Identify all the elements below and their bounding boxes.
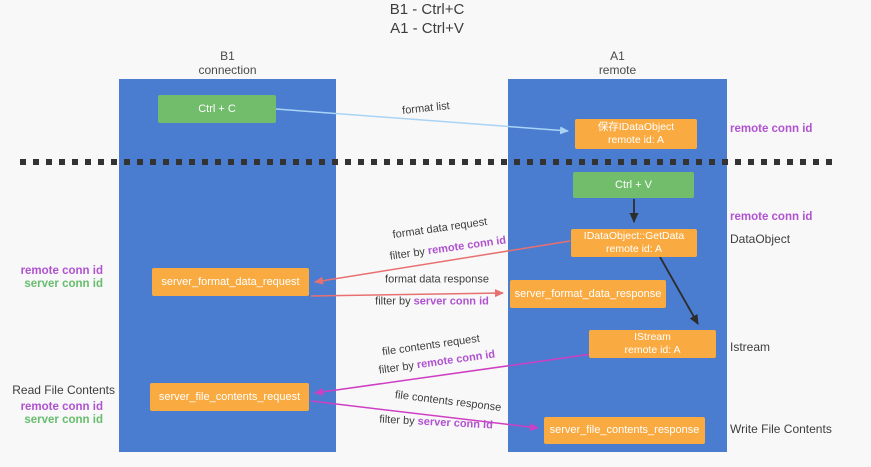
node-save-line2: remote id: A <box>607 134 665 146</box>
label-server-conn-id-mid-left: server conn id <box>24 278 103 290</box>
node-istream-line1: IStream <box>634 331 671 343</box>
node-file-req-label: server_file_contents_request <box>158 390 301 403</box>
node-istream: IStream remote id: A <box>589 330 716 358</box>
node-ctrl-v-label: Ctrl + V <box>615 178 652 191</box>
lane-a1-subtitle: remote <box>598 63 637 77</box>
node-ctrl-v: Ctrl + V <box>573 172 694 198</box>
filter-by-text: filter by <box>377 359 415 377</box>
node-istream-line2: remote id: A <box>624 344 681 356</box>
remote-conn-id-text: remote conn id <box>427 234 507 258</box>
node-server-format-data-response: server_format_data_response <box>510 280 666 308</box>
node-idataobject-getdata: IDataObject::GetData remote id: A <box>571 229 697 257</box>
label-read-file-contents: Read File Contents <box>12 383 115 397</box>
lane-header-a1: A1 remote <box>508 49 727 77</box>
edge-label-filter-by-server-1: filter by server conn id <box>375 296 489 309</box>
node-save-idataobject: 保存IDataObject remote id: A <box>575 119 697 149</box>
label-remote-conn-id-mid-right: remote conn id <box>730 211 813 223</box>
label-server-conn-id-bottom-left: server conn id <box>24 414 103 426</box>
node-getdata-line1: IDataObject::GetData <box>583 230 685 242</box>
label-remote-conn-id-top-right: remote conn id <box>730 123 813 135</box>
label-remote-conn-id-bottom-left: remote conn id <box>20 401 103 413</box>
title-line-2: A1 - Ctrl+V <box>390 20 464 37</box>
lane-a1-name: A1 <box>610 49 625 63</box>
edge-label-file-contents-response: file contents response <box>394 389 502 414</box>
label-write-file-contents: Write File Contents <box>730 422 832 436</box>
lane-header-b1: B1 connection <box>119 49 336 77</box>
label-istream: Istream <box>730 340 771 354</box>
server-conn-id-text: server conn id <box>413 295 489 308</box>
node-server-file-contents-request: server_file_contents_request <box>150 383 309 411</box>
label-dataobject: DataObject <box>730 232 791 246</box>
edge-label-format-list: format list <box>401 100 451 117</box>
label-remote-conn-id-mid-left: remote conn id <box>20 265 103 277</box>
node-ctrl-c: Ctrl + C <box>158 95 276 123</box>
filter-by-text: filter by <box>378 413 415 428</box>
node-ctrl-c-label: Ctrl + C <box>198 102 236 115</box>
node-format-req-label: server_format_data_request <box>161 275 300 288</box>
node-getdata-line2: remote id: A <box>605 243 663 255</box>
filter-by-text: filter by <box>375 295 411 308</box>
node-format-resp-label: server_format_data_response <box>514 287 662 300</box>
node-server-file-contents-response: server_file_contents_response <box>544 417 705 444</box>
lane-b1-subtitle: connection <box>198 63 257 77</box>
lane-b1-name: B1 <box>220 49 235 63</box>
node-file-resp-label: server_file_contents_response <box>549 424 700 436</box>
dashed-divider <box>20 159 838 165</box>
diagram-title: B1 - Ctrl+C A1 - Ctrl+V <box>0 0 854 38</box>
node-server-format-data-request: server_format_data_request <box>152 268 309 296</box>
title-line-1: B1 - Ctrl+C <box>389 1 465 18</box>
server-conn-id-text: server conn id <box>417 415 494 432</box>
edge-label-filter-by-server-2: filter by server conn id <box>379 414 493 433</box>
edge-label-format-data-response: format data response <box>385 273 489 286</box>
filter-by-text: filter by <box>388 245 426 263</box>
node-save-line1: 保存IDataObject <box>597 121 675 133</box>
